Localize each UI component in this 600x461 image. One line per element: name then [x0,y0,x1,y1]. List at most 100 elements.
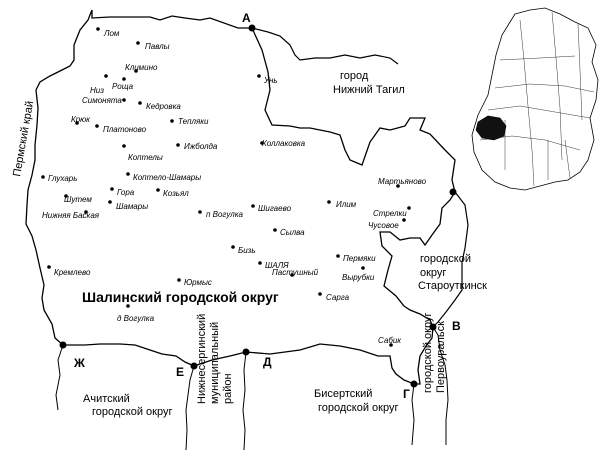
village-label: Сабик [378,336,402,345]
village-dot [75,121,79,125]
village-dot [407,206,411,210]
village-label: Сылва [280,228,305,237]
region-label-achit-2: городской округ [92,406,173,418]
region-label-staroutk-1: городской [420,253,471,265]
village-dot [318,292,322,296]
village-label: Козьял [163,189,189,198]
village-label: п Вогулка [206,210,244,219]
village-dot [290,273,294,277]
district-boundary [25,9,456,385]
village-dot [122,98,126,102]
region-label-pervour-2: Первоуральск [435,321,447,393]
boundary-point-dot [242,348,250,356]
boundary-point-dot [190,362,198,370]
village-label: Симонята [82,96,122,105]
village-dot [258,261,262,265]
village-label: Шигаево [258,204,292,213]
village-label: Коллаковка [262,139,306,148]
village-dot [84,210,88,214]
region-label-bisert-1: Бисертский [314,388,372,400]
village-dot [96,27,100,31]
village-dot [41,175,45,179]
boundary-point-label: Е [176,365,184,379]
village-dot [198,210,202,214]
boundary-point-dot [429,323,437,331]
village-dot [402,218,406,222]
region-label-nizhneserg-1: Нижнесергинский [196,314,208,404]
village-dot [110,187,114,191]
village-label: Юрмыс [184,278,212,287]
village-dot [361,266,365,270]
village-label: Тепляки [178,117,209,126]
boundary-point-label: В [452,319,461,333]
village-dot [389,343,393,347]
village-dot [156,188,160,192]
village-dot [104,74,108,78]
border-pervouralsk [432,326,449,445]
region-label-achit-1: Ачитский [83,393,130,405]
border-achit [55,344,64,411]
border-nizhny-tagil [251,27,399,65]
border-nizhneserginsky-e [242,351,247,451]
village-label: Кедровка [146,102,181,111]
village-label: Унь [263,76,278,85]
village-dot [122,77,126,81]
village-label: д Вогулка [117,314,155,323]
region-label-staroutk-3: Староуткинск [418,280,487,292]
boundary-point-dot [410,380,418,388]
village-dot [251,204,255,208]
village-dot [176,143,180,147]
village-dot [177,278,181,282]
village-label: Роща [112,82,134,91]
boundary-point-dot [248,24,256,32]
map-title: Шалинский городской округ [82,289,279,305]
village-label: Коптело-Шамары [133,173,201,182]
village-dot [396,184,400,188]
village-dot [327,200,331,204]
village-dot [47,265,51,269]
village-label: Лом [103,29,120,38]
boundary-point-label: Г [403,387,410,401]
village-label: Шутем [64,195,92,204]
region-label-nizhneserg-2: муниципальный [209,322,221,404]
region-label-tagil-2: Нижний Тагил [333,84,405,96]
village-label: Шамары [116,202,148,211]
region-label-bisert-2: городской округ [318,402,399,414]
village-label: Сарга [326,293,350,302]
border-nizhneserginsky-w [185,365,195,451]
village-dot [257,74,261,78]
village-dot [138,101,142,105]
boundary-point-label: А [242,11,251,25]
village-label: Мартьяново [378,177,427,186]
village-label: Нижняя Баская [42,211,100,220]
region-label-staroutk-2: округ [420,267,446,279]
region-label-pervour-1: городской округ [422,313,434,394]
village-label: Низ [90,86,104,95]
village-label: Павлы [145,42,170,51]
village-dot [260,141,264,145]
village-label: Пастушный [272,268,319,277]
village-dot [336,254,340,258]
village-label: Вырубки [342,273,375,282]
boundary-point-dot [449,188,457,196]
village-label: Крюк [71,115,91,124]
village-dot [231,245,235,249]
village-label: Глухарь [48,174,77,183]
boundary-point-dot [59,341,67,349]
border-bisert [411,383,415,446]
village-dot [273,228,277,232]
boundary-point-label: Ж [73,356,85,370]
region-label-perm: Пермский край [11,100,36,177]
region-label-tagil-1: город [340,70,369,82]
village-dot [95,124,99,128]
inset-oblast-map [471,7,599,191]
village-dot [126,304,130,308]
village-label: Бизь [238,246,256,255]
village-dot [64,194,68,198]
village-dot [108,200,112,204]
village-label: Кремлево [54,268,91,277]
village-dot [134,69,138,73]
village-label: Ижболда [184,142,218,151]
border-staroutkinsk [432,191,469,328]
village-label: Климино [125,63,158,72]
